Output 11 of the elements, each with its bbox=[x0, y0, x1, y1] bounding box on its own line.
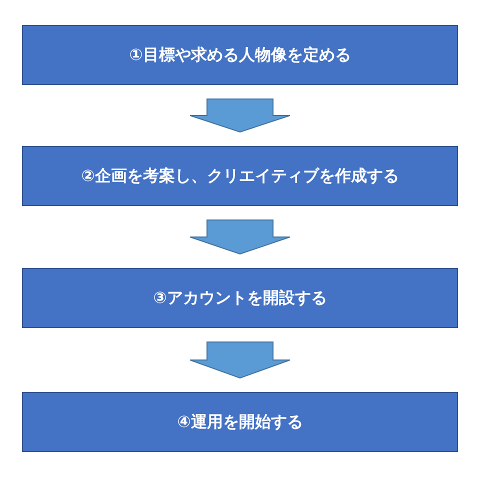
block-arrow bbox=[190, 342, 290, 379]
step-box bbox=[22, 392, 458, 452]
block-arrow bbox=[190, 220, 290, 255]
block-arrow bbox=[190, 98, 290, 133]
step-label: ③アカウントを開設する bbox=[153, 288, 327, 308]
step-label: ②企画を考案し、クリエイティブを作成する bbox=[81, 166, 399, 186]
step-box bbox=[22, 146, 458, 206]
step-label: ①目標や求める人物像を定める bbox=[129, 44, 351, 66]
step-label: ④運用を開始する bbox=[177, 412, 303, 432]
step-box bbox=[22, 25, 458, 85]
step-box bbox=[22, 268, 458, 328]
